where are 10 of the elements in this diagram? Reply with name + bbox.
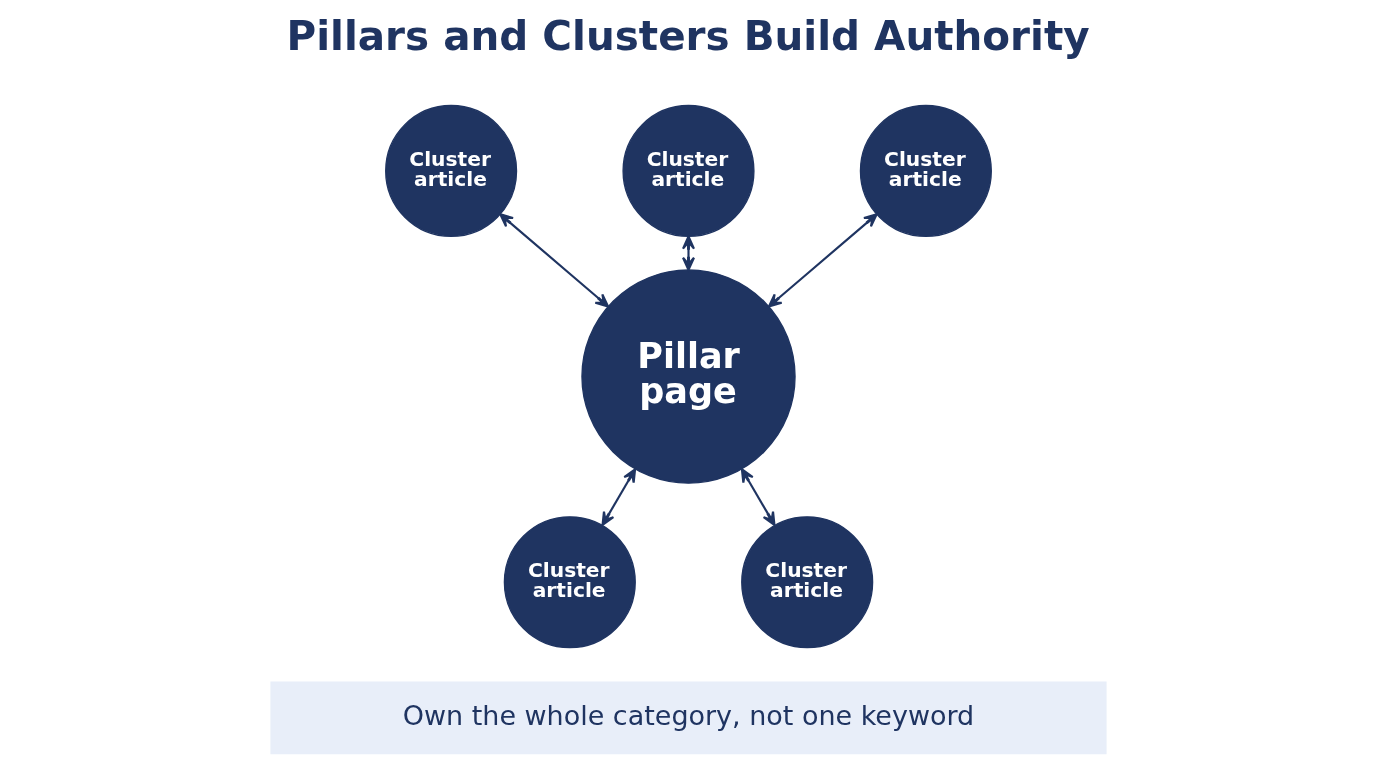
caption: Own the whole category, not one keyword (402, 699, 974, 731)
arrow (740, 468, 776, 526)
node-circle: Cluster article (503, 516, 636, 649)
diagram-title: Pillars and Clusters Build Authority (286, 12, 1090, 61)
arrow (681, 235, 695, 271)
node-circle: Cluster article (621, 104, 755, 237)
node-circle: Cluster article (740, 516, 873, 649)
arrow (600, 468, 636, 526)
arrow (498, 213, 609, 308)
arrow (767, 213, 878, 308)
